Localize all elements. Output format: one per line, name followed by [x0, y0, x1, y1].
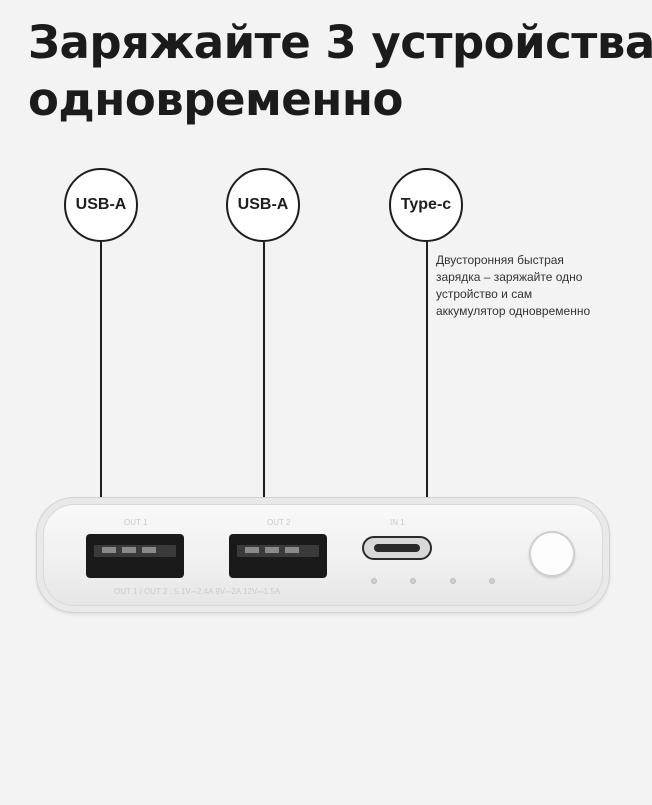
type-c-callout-label: Type-c — [400, 196, 452, 213]
type-c-description-line: аккумулятор одновременно — [436, 304, 591, 318]
title-line-1: Заряжайте 3 устройства — [28, 16, 652, 69]
type-c-description-line: устройство и сам — [436, 287, 533, 301]
in-1-label: IN 1 — [390, 518, 405, 527]
usb-a-port-2 — [229, 534, 327, 578]
led-indicator — [410, 578, 416, 584]
type-c-description-line: Двусторонняя быстрая — [436, 253, 564, 267]
led-indicator — [371, 578, 377, 584]
out-2-label: OUT 2 — [267, 518, 291, 527]
usb-a-1-callout: USB-A — [64, 168, 138, 242]
type-c-port — [362, 536, 432, 560]
type-c-leader-line — [426, 242, 428, 542]
out-1-label: OUT 1 — [124, 518, 148, 527]
led-indicator — [489, 578, 495, 584]
usb-a-2-leader-line — [263, 242, 265, 538]
title-line-2: одновременно — [28, 73, 403, 126]
usb-a-1-leader-line — [100, 242, 102, 538]
type-c-callout: Type-c — [389, 168, 463, 242]
usb-a-port-1 — [86, 534, 184, 578]
power-button — [529, 531, 575, 577]
usb-a-1-callout-label: USB-A — [75, 196, 127, 213]
page-title: Заряжайте 3 устройства одновременно — [28, 14, 652, 128]
spec-text: OUT 1 / OUT 2 : 5.1V⎓2.4A 9V⎓2A 12V⎓1.5A — [114, 587, 281, 596]
led-indicator — [450, 578, 456, 584]
type-c-description: Двусторонняя быстрая зарядка – заряжайте… — [436, 252, 636, 320]
usb-a-2-callout-label: USB-A — [237, 196, 289, 213]
usb-a-2-callout: USB-A — [226, 168, 300, 242]
type-c-description-line: зарядка – заряжайте одно — [436, 270, 583, 284]
